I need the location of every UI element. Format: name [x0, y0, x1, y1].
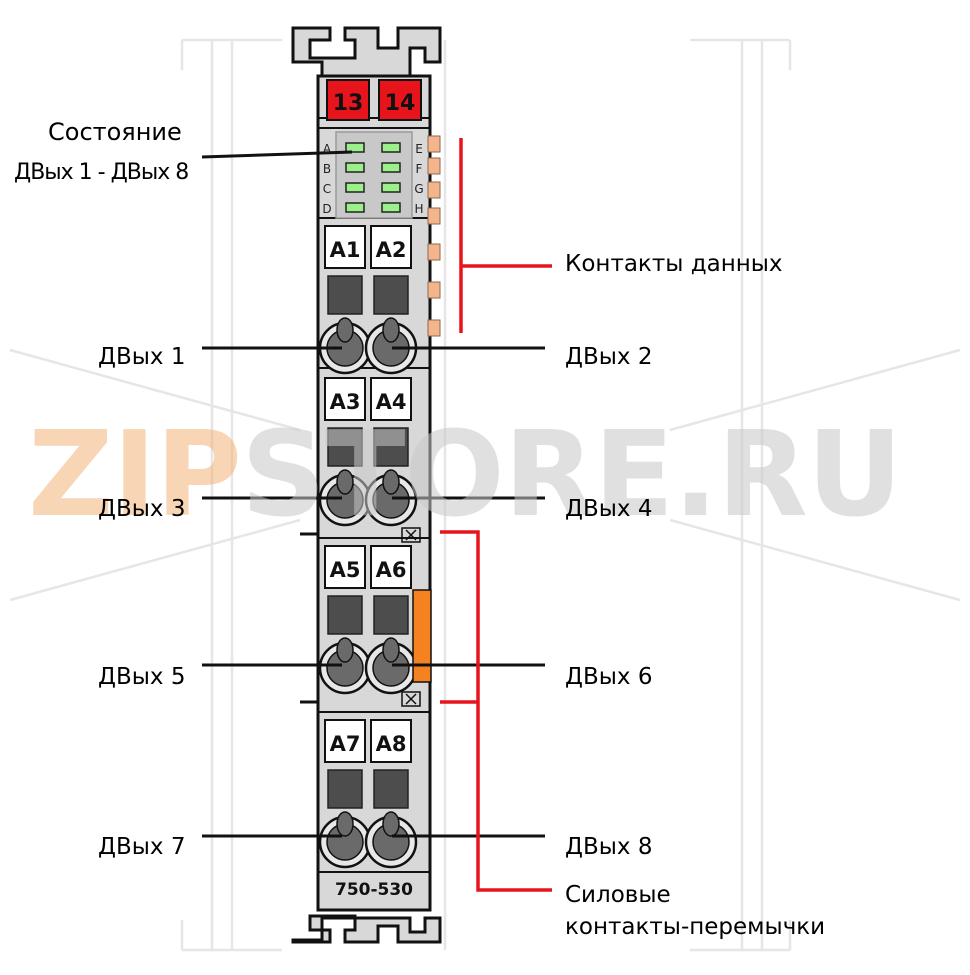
callout-lines-red: [440, 138, 552, 892]
slot-label-box: [324, 225, 366, 269]
slot-label-box: [370, 719, 412, 763]
label-output-5: ДВых 5: [98, 664, 186, 690]
label-output-3: ДВых 3: [98, 496, 186, 522]
label-output-8: ДВых 8: [565, 834, 653, 860]
led-letter-left: C: [323, 182, 331, 196]
label-power-jumper-line1: Силовые: [565, 882, 671, 908]
led-H: [381, 202, 401, 213]
data-contact-1: [427, 135, 441, 153]
callout-lines-black: [201, 150, 545, 838]
release-button: [373, 427, 409, 467]
led-F: [381, 162, 401, 173]
led-letters: A E B F C G D H: [322, 142, 423, 216]
slot-label-A2: A2: [376, 238, 407, 262]
led-B: [345, 162, 365, 173]
slot-group-3: A5 A6: [318, 545, 418, 695]
slot-label-box: [324, 377, 366, 421]
release-button: [327, 595, 363, 635]
wire-clamp-slot: [382, 317, 400, 343]
data-contact-5: [427, 243, 441, 261]
slot-label-A4: A4: [376, 390, 407, 414]
led-letter-left: B: [323, 162, 331, 176]
terminal-label-14: 14: [385, 91, 416, 116]
slot-label-A1: A1: [330, 238, 361, 262]
wire-clamp-slot: [336, 811, 354, 837]
release-button: [373, 595, 409, 635]
slot-label-A8: A8: [376, 732, 407, 756]
terminal-label-13: 13: [333, 91, 364, 116]
terminal-14: [378, 79, 422, 121]
slot-label-A6: A6: [376, 558, 407, 582]
release-button: [327, 769, 363, 809]
wire-clamp-slot: [382, 637, 400, 663]
wire-clamp-slot: [336, 637, 354, 663]
rail-clips: [291, 26, 442, 944]
slot-label-box: [370, 225, 412, 269]
slot-label-box: [370, 377, 412, 421]
led-letter-right: F: [416, 162, 423, 176]
data-contact-4: [427, 207, 441, 225]
wire-clamp-slot: [382, 469, 400, 495]
wire-clamp-slot: [336, 469, 354, 495]
slot-label-A3: A3: [330, 390, 361, 414]
led-letter-right: G: [414, 182, 423, 196]
terminal-13: [326, 79, 370, 121]
slot-group-1: A1 A2: [318, 225, 418, 375]
label-status-line2: ДВых 1 - ДВых 8: [14, 160, 189, 185]
slot-label-box: [324, 719, 366, 763]
slot-label-A7: A7: [330, 732, 361, 756]
label-output-1: ДВых 1: [98, 344, 186, 370]
label-output-6: ДВых 6: [565, 664, 653, 690]
data-contact-2: [427, 157, 441, 175]
data-contact-3: [427, 181, 441, 199]
ghost-modules: [9, 38, 961, 952]
wire-clamp-slot: [336, 317, 354, 343]
data-contact-6: [427, 281, 441, 299]
led-letter-right: E: [415, 142, 423, 156]
release-button: [327, 427, 363, 467]
data-contact-7: [427, 319, 441, 337]
led-letter-left: D: [322, 202, 331, 216]
release-button: [373, 275, 409, 315]
label-output-2: ДВых 2: [565, 344, 653, 370]
slot-label-box: [370, 545, 412, 589]
led-C: [345, 182, 365, 193]
label-power-jumper-line2: контакты-перемычки: [565, 914, 826, 940]
top-terminals: 13 14: [326, 79, 422, 121]
label-output-7: ДВых 7: [98, 834, 186, 860]
label-output-4: ДВых 4: [565, 496, 653, 522]
power-jumper-contacts: [300, 527, 432, 707]
label-data-contacts: Контакты данных: [565, 251, 783, 277]
led-G: [381, 182, 401, 193]
led-D: [345, 202, 365, 213]
slot-label-A5: A5: [330, 558, 361, 582]
slot-label-box: [324, 545, 366, 589]
label-status-line1: Состояние: [48, 118, 182, 146]
release-button: [373, 769, 409, 809]
release-button: [327, 275, 363, 315]
led-A: [345, 142, 365, 153]
data-contacts: [427, 135, 441, 337]
slot-group-2: A3 A4: [318, 377, 418, 527]
led-E: [381, 142, 401, 153]
led-letter-left: A: [323, 142, 332, 156]
model-number: 750-530: [335, 880, 413, 900]
slot-group-4: A7 A8: [318, 719, 418, 869]
wire-clamp-slot: [382, 811, 400, 837]
led-letter-right: H: [414, 202, 423, 216]
led-group: [345, 142, 401, 213]
